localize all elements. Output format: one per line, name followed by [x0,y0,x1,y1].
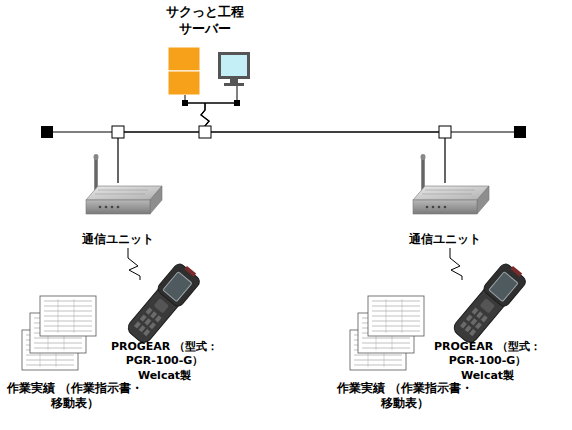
document-box: 作業実績 （作業指示書・移動表） [0,290,150,412]
handheld-box: PROGEAR （型式：PGR-100-G） Welcat製 [102,280,227,383]
network-bus [41,126,526,138]
document-stack-icon [22,296,96,370]
network-cable [118,103,209,183]
bus-tap [199,126,211,138]
node-label: 作業実績 （作業指示書・移動表） [0,381,150,412]
node-label: 作業実績 （作業指示書・移動表） [330,381,480,412]
node-label: 通信ユニット [409,232,481,248]
bus-tap [112,126,124,138]
access-point-icon [413,154,489,214]
node-label: PROGEAR （型式：PGR-100-G） Welcat製 [425,340,550,383]
wireless-link [450,248,462,280]
document-stack-icon [350,296,424,370]
node-label: PROGEAR （型式：PGR-100-G） Welcat製 [102,340,227,383]
wireless-link [128,248,140,280]
node-label: サクっと工程 サーバー [150,4,260,38]
server-icon [168,47,250,106]
comm-unit-box: 通信ユニット [390,183,500,248]
server-label-box: サクっと工程 サーバー [150,4,260,103]
access-point-icon [86,154,162,214]
comm-unit-box: 通信ユニット [63,183,173,248]
handheld-terminal-icon [124,260,204,347]
handheld-terminal-icon [450,260,530,347]
node-label: 通信ユニット [82,232,154,248]
bus-tap [439,126,451,138]
network-cable [201,103,445,183]
document-box: 作業実績 （作業指示書・移動表） [330,290,480,412]
handheld-box: PROGEAR （型式：PGR-100-G） Welcat製 [425,280,550,383]
